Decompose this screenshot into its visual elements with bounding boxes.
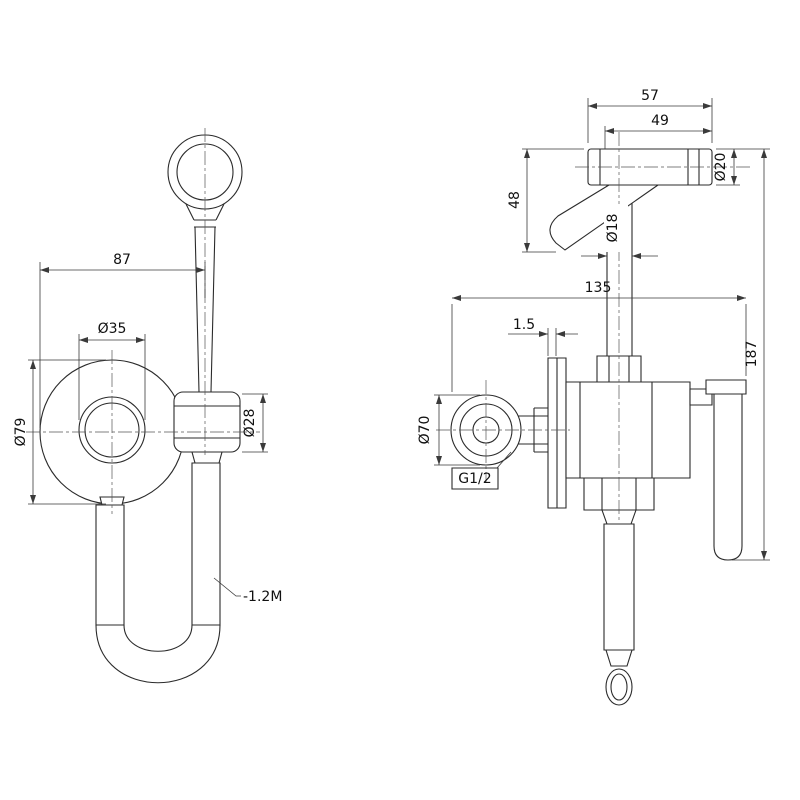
lever-arm: [714, 394, 742, 560]
hose-end-fitting: [606, 650, 632, 666]
valve-body-lines: [580, 382, 652, 478]
dim-49-label: 49: [651, 113, 669, 129]
dim-48-label: 48: [507, 191, 523, 209]
dim-dia35-label: Ø35: [98, 321, 127, 337]
front-view: [26, 128, 260, 683]
dim-1-5-label: 1.5: [513, 317, 535, 333]
hose-nut-right: [192, 452, 222, 463]
sprayer-neck: [186, 204, 224, 220]
hose-loop-outer: [96, 625, 220, 683]
hose-loop-inner: [124, 625, 192, 651]
hose-bottom-section: [604, 524, 634, 650]
dim-dia70-label: Ø70: [417, 416, 433, 445]
side-view: [436, 132, 752, 705]
dim-187-label: 187: [744, 341, 760, 368]
lever-collar: [706, 380, 746, 394]
inlet-pipe: [518, 416, 548, 444]
dim-dia18-label: Ø18: [605, 214, 621, 243]
sprayer-holder: [174, 392, 240, 452]
dim-dia20-label: Ø20: [713, 153, 729, 182]
valve-body: [566, 382, 690, 478]
thread-label: G1/2: [458, 471, 491, 487]
side-dimensions: 57 49 Ø20 48 Ø18 135 187 1.5 Ø: [417, 88, 770, 560]
side-centerlines: [436, 132, 752, 522]
dim-135-label: 135: [585, 280, 612, 296]
holder-detail-lines: [174, 406, 240, 438]
hose-end-loop-inner: [611, 674, 627, 700]
sprayer-grip-cone: [550, 185, 658, 250]
dim-dia28-label: Ø28: [242, 409, 258, 438]
dim-dia18-backdrop: [604, 204, 628, 252]
hose-end-loop-outer: [606, 669, 632, 705]
dim-dia79-label: Ø79: [13, 418, 29, 447]
dim-87-label: 87: [113, 252, 131, 268]
hose-right-section: [192, 463, 220, 625]
hose-length-label: -1.2M: [243, 589, 282, 605]
sprayer-handle: [195, 227, 215, 392]
dim-57-label: 57: [641, 88, 659, 104]
front-dimensions: 87 Ø35 Ø79 Ø28 -1.2M: [13, 252, 282, 605]
hose-left-section: [96, 505, 124, 625]
thread-callout-box: [452, 468, 498, 489]
